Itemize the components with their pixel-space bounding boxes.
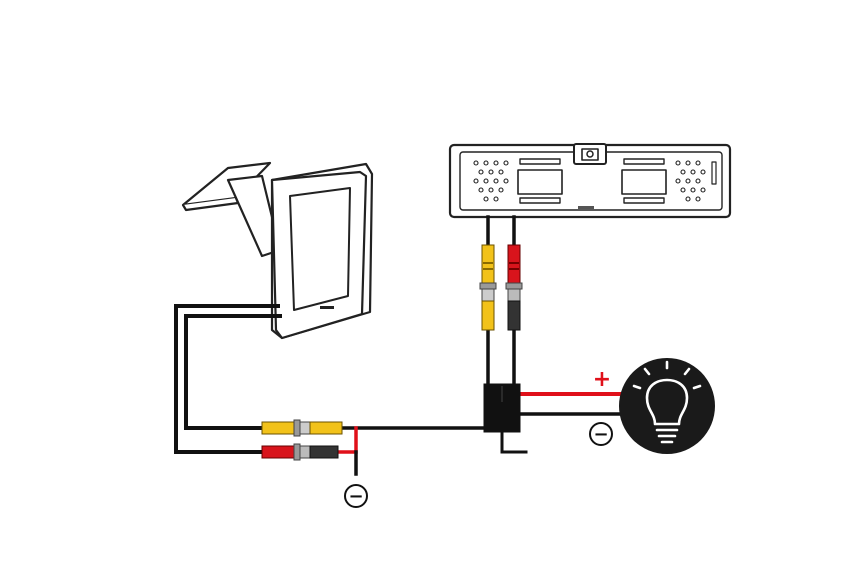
camera-rca-red — [505, 244, 523, 331]
minus-badge-light: − — [589, 422, 613, 446]
monitor-cable-inner — [184, 314, 282, 430]
plate-window-left — [517, 169, 563, 195]
camera-rca-yellow — [479, 244, 497, 331]
plate-dots — [473, 160, 706, 202]
minus-label-ground: − — [348, 486, 363, 507]
license-plate-camera — [448, 143, 732, 219]
junction-ground-tail — [500, 428, 528, 454]
monitor-sunshade — [181, 161, 272, 207]
lamp-circle — [619, 358, 715, 454]
wires — [174, 215, 622, 476]
camera-lens-box — [581, 148, 599, 161]
monitor-screen — [289, 187, 351, 311]
plate-slot-right-bottom — [623, 197, 665, 204]
camera-housing — [573, 143, 607, 165]
plate-brand-mark — [578, 206, 594, 209]
plate-slot-left-top — [519, 158, 561, 165]
camera-lens — [586, 150, 594, 158]
lamp — [619, 358, 715, 454]
plate-side-slot — [711, 161, 717, 185]
minus-badge-ground: − — [344, 484, 368, 508]
plate-slot-right-top — [623, 158, 665, 165]
plate-window-right — [621, 169, 667, 195]
monitor-rca-red — [261, 443, 339, 461]
plate-slot-left-bottom — [519, 197, 561, 204]
monitor-rca-yellow — [261, 419, 343, 437]
lightbulb-icon — [632, 360, 702, 444]
monitor-cable-outer — [174, 304, 280, 454]
monitor-logo — [320, 306, 334, 309]
minus-label-light: − — [593, 424, 608, 445]
monitor — [181, 161, 374, 340]
plus-label: + — [593, 367, 611, 392]
